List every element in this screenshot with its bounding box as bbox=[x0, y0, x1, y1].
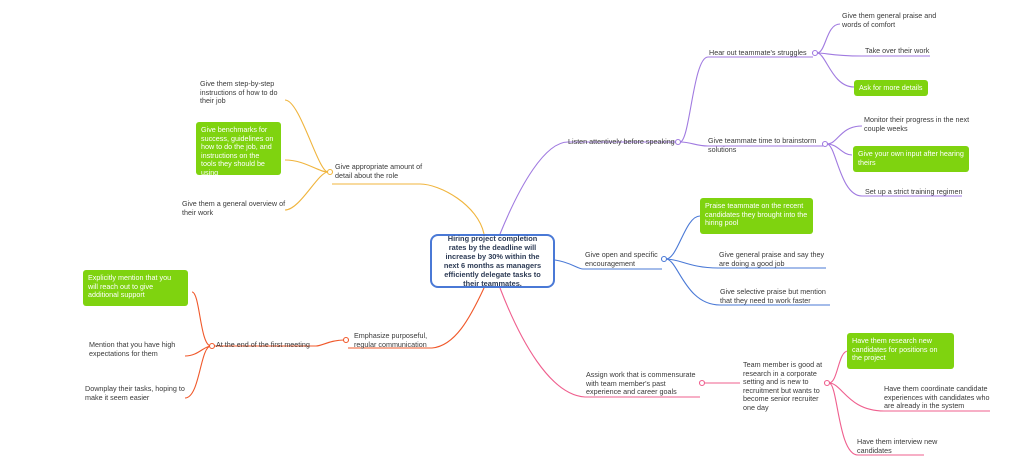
topic-assign[interactable]: Assign work that is commensurate with te… bbox=[586, 370, 696, 397]
connector-meeting-2 bbox=[184, 345, 212, 357]
leaf-give-input-after[interactable]: Give your own input after hearing theirs bbox=[853, 146, 969, 172]
subtopic-brainstorm[interactable]: Give teammate time to brainstorm solutio… bbox=[708, 136, 817, 154]
subtopic-first-meeting[interactable]: At the end of the first meeting bbox=[216, 340, 310, 349]
connector-detail-2 bbox=[284, 159, 329, 173]
leaf-strict-training[interactable]: Set up a strict training regimen bbox=[865, 187, 963, 196]
node-dot-brainstorm bbox=[821, 140, 829, 148]
leaf-benchmarks[interactable]: Give benchmarks for success, guidelines … bbox=[196, 122, 281, 177]
central-topic[interactable]: Hiring project completion rates by the d… bbox=[430, 234, 555, 288]
leaf-step-by-step[interactable]: Give them step-by-step instructions of h… bbox=[200, 79, 278, 106]
leaf-general-praise-good-job[interactable]: Give general praise and say they are doi… bbox=[719, 250, 825, 268]
leaf-monitor-progress[interactable]: Monitor their progress in the next coupl… bbox=[864, 115, 970, 133]
connector-detail-3 bbox=[284, 171, 329, 211]
leaf-interview-candidates[interactable]: Have them interview new candidates bbox=[857, 437, 938, 455]
connector-root-encourage bbox=[554, 259, 662, 270]
node-dot-communicate bbox=[342, 336, 350, 344]
connector-brainstorm-1 bbox=[826, 125, 863, 145]
connector-scenario-3 bbox=[828, 382, 924, 456]
leaf-general-praise-comfort[interactable]: Give them general praise and words of co… bbox=[842, 11, 937, 29]
leaf-general-overview[interactable]: Give them a general overview of their wo… bbox=[182, 199, 286, 217]
topic-communicate[interactable]: Emphasize purposeful, regular communicat… bbox=[354, 331, 428, 349]
connector-encourage-3 bbox=[665, 258, 830, 306]
node-dot-scenario bbox=[823, 379, 831, 387]
leaf-praise-recent-candidates[interactable]: Praise teammate on the recent candidates… bbox=[700, 198, 813, 234]
leaf-ask-for-details[interactable]: Ask for more details bbox=[854, 80, 928, 96]
connector-brainstorm-2 bbox=[826, 143, 853, 156]
leaf-downplay-tasks[interactable]: Downplay their tasks, hoping to make it … bbox=[85, 384, 185, 402]
connector-scenario-1 bbox=[828, 350, 849, 384]
connector-meeting-1 bbox=[191, 291, 212, 347]
leaf-selective-praise[interactable]: Give selective praise but mention that t… bbox=[720, 287, 826, 305]
leaf-high-expectations[interactable]: Mention that you have high expectations … bbox=[89, 340, 176, 358]
leaf-take-over-work[interactable]: Take over their work bbox=[865, 46, 930, 55]
connector-struggles-1 bbox=[816, 23, 841, 54]
connector-communicate-meeting bbox=[214, 339, 345, 347]
node-dot-detail bbox=[326, 168, 334, 176]
connector-struggles-3 bbox=[816, 52, 855, 88]
node-dot-encourage bbox=[660, 255, 668, 263]
connector-root-detail bbox=[332, 183, 485, 235]
connector-root-communicate bbox=[348, 287, 485, 349]
node-dot-struggles bbox=[811, 49, 819, 57]
subtopic-struggles[interactable]: Hear out teammate's struggles bbox=[709, 48, 807, 57]
subtopic-scenario[interactable]: Team member is good at research in a cor… bbox=[743, 360, 823, 412]
connector-meeting-3 bbox=[184, 345, 212, 399]
connector-listen-struggles bbox=[679, 56, 813, 143]
topic-encourage[interactable]: Give open and specific encouragement bbox=[585, 250, 658, 268]
leaf-reach-out-support[interactable]: Explicitly mention that you will reach o… bbox=[83, 270, 188, 306]
node-dot-assign bbox=[698, 379, 706, 387]
topic-detail[interactable]: Give appropriate amount of detail about … bbox=[335, 162, 423, 180]
node-dot-listen bbox=[674, 138, 682, 146]
connector-root-assign bbox=[499, 287, 700, 398]
topic-listen[interactable]: Listen attentively before speaking bbox=[568, 137, 675, 146]
connector-root-listen bbox=[499, 141, 676, 235]
leaf-research-new-candidates[interactable]: Have them research new candidates for po… bbox=[847, 333, 954, 369]
node-dot-meeting bbox=[208, 342, 216, 350]
connector-struggles-2 bbox=[816, 52, 930, 57]
connector-encourage-2 bbox=[665, 258, 826, 269]
connector-scenario-2 bbox=[828, 382, 990, 412]
leaf-coordinate-experiences[interactable]: Have them coordinate candidate experienc… bbox=[884, 384, 990, 411]
connector-brainstorm-3 bbox=[826, 143, 962, 197]
connector-detail-1 bbox=[284, 99, 329, 173]
connector-listen-brainstorm bbox=[679, 141, 823, 147]
connector-encourage-1 bbox=[665, 215, 701, 260]
